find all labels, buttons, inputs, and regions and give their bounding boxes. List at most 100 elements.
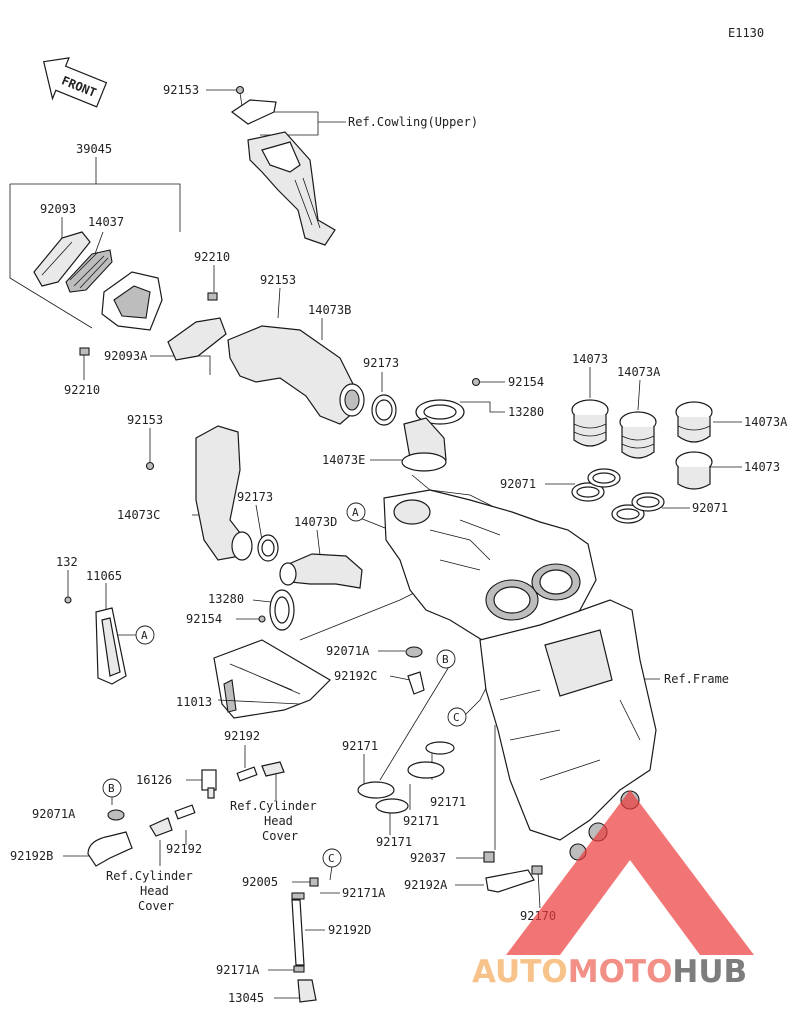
label-14073E: 14073E [322,453,365,467]
duct-14073C [195,425,253,561]
label-92192B: 92192B [10,849,53,863]
label-cover-a: Cover [262,829,298,843]
label-92071-a: 92071 [500,477,536,491]
label-92005: 92005 [242,875,278,889]
clamp-92171-d [425,741,455,755]
label-92071A-b: 92071A [32,807,76,821]
hose-92192-b [174,804,196,820]
label-14073D: 14073D [294,515,337,529]
air-box-housing [383,489,597,641]
callout-b-2-text: B [108,782,115,795]
screw-92153-c [145,461,155,471]
label-92154-b: 92154 [186,612,222,626]
o-ring-92071-a [571,482,605,502]
label-92071A-a: 92071A [326,644,370,658]
watermark-hub: HUB [672,954,747,990]
label-92093A: 92093A [104,349,148,363]
cover-11065 [95,607,127,685]
label-92171A-b: 92171A [216,963,260,977]
label-92192C: 92192C [334,669,377,683]
velocity-stack-14073A-a [619,411,657,459]
label-14037: 14037 [88,215,124,229]
label-92171-d: 92171 [376,835,412,849]
grommet-92071A-b [107,809,125,821]
label-14073A-b: 14073A [744,415,788,429]
svg-text:AUTOMOTOHUB: AUTOMOTOHUB [472,954,747,990]
velocity-stack-14073-a [571,399,609,447]
label-92192-b: 92192 [166,842,202,856]
duct-14073B [227,325,365,425]
label-92153-b: 92153 [260,273,296,287]
label-92192D: 92192D [328,923,371,937]
label-92153-top: 92153 [163,83,199,97]
label-head-b: Head [140,884,169,898]
clamp-92171-a [357,781,395,799]
air-filter-11013 [213,639,331,719]
clamp-92171A-a [291,892,305,900]
label-ref-frame: Ref.Frame [664,672,729,686]
callout-c-1-text: C [453,711,460,724]
funnel-14073E [401,417,447,472]
breather-16126 [201,769,217,799]
label-92071-b: 92071 [692,501,728,515]
label-16126: 16126 [136,773,172,787]
seal-92093A [167,317,227,361]
callout-a-2-text: A [141,629,148,642]
callout-a-1-text: A [352,506,359,519]
label-ref-cylinder-a: Ref.Cylinder [230,799,317,813]
label-14073-b: 14073 [744,460,780,474]
nut-92210-a [207,292,218,301]
callout-b-1: B [436,649,456,669]
clamp-92171-c [407,761,445,779]
callout-c-1: C [447,707,467,727]
mesh-screen-14037 [65,249,113,293]
label-11013: 11013 [176,695,212,709]
clamp-92171A-b [293,965,305,973]
screw-132 [64,596,72,604]
clamp-92170 [531,865,543,875]
nut-92210-b [79,347,90,356]
clip-ref-cylinder-a [261,761,285,777]
clamp-92171-b [375,798,409,814]
watermark-auto: AUTO [472,954,568,990]
label-14073C: 14073C [117,508,160,522]
watermark-moto: MOTO [568,954,673,990]
label-92093: 92093 [40,202,76,216]
label-13280-b: 13280 [208,592,244,606]
hose-92192B [87,831,133,867]
velocity-stack-14073A-b [675,401,713,443]
velocity-stack-14073-b [675,451,713,490]
gasket-13280-b [269,589,295,631]
clamp-92173-b [257,534,279,562]
diagram-code: E1130 [728,26,764,40]
cowling-bracket [230,99,336,246]
callout-a-2: A [135,625,155,645]
label-92171A-a: 92171A [342,886,386,900]
clip-ref-cylinder-b [149,817,173,837]
clamp-92173-a [371,394,397,426]
duct-14073D [279,553,363,589]
label-ref-cowling-upper: Ref.Cowling(Upper) [348,115,478,129]
label-92173-b: 92173 [237,490,273,504]
label-132: 132 [56,555,78,569]
front-arrow-icon: FRONT [42,57,108,108]
grommet-92071A-a [405,646,423,658]
label-14073B: 14073B [308,303,351,317]
watermark-triangle-icon [506,790,754,955]
label-cover-b: Cover [138,899,174,913]
o-ring-92071-b [587,468,621,488]
label-14073-a: 14073 [572,352,608,366]
label-92210-b: 92210 [64,383,100,397]
cap-13045 [297,979,317,1003]
o-ring-92071-d [631,492,665,512]
callout-c-2: C [322,848,342,868]
label-92037: 92037 [410,851,446,865]
label-92173-a: 92173 [363,356,399,370]
screw-92153-top [235,85,245,107]
label-11065: 11065 [86,569,122,583]
nipple-92005 [309,877,319,887]
label-92192A: 92192A [404,878,448,892]
screw-92154-a [471,377,481,387]
label-92171-a: 92171 [342,739,378,753]
